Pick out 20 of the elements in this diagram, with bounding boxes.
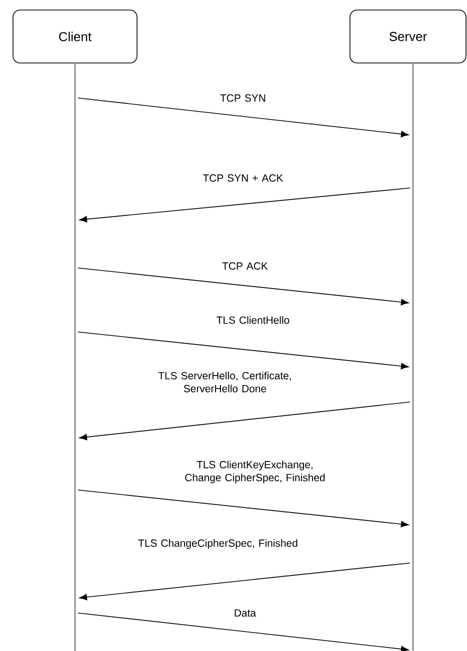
message-label: Data — [234, 609, 256, 617]
message-label: TLS ClientKeyExchange, Change CipherSpec, Finished — [185, 460, 325, 484]
message-arrow — [78, 268, 409, 306]
message-arrow — [78, 612, 409, 651]
message-arrow — [79, 188, 410, 222]
message-arrow — [78, 98, 409, 138]
participant-box: Client — [12, 10, 138, 64]
lifeline — [74, 64, 76, 651]
message-label: TCP ACK — [222, 262, 268, 270]
lifeline — [412, 64, 414, 651]
message-label: TLS ChangeCipherSpec, Finished — [138, 539, 298, 549]
message-arrow — [79, 562, 410, 600]
message-arrow — [78, 332, 409, 370]
message-label: TLS ServerHello, Certificate, ServerHello Done — [158, 372, 291, 392]
message-arrow — [78, 490, 409, 528]
message-label: TCP SYN + ACK — [202, 174, 284, 182]
message-label: TCP SYN — [220, 94, 266, 102]
message-arrow — [79, 402, 410, 440]
participant-box: Server — [350, 10, 466, 64]
message-label: TLS ClientHello — [216, 316, 290, 324]
